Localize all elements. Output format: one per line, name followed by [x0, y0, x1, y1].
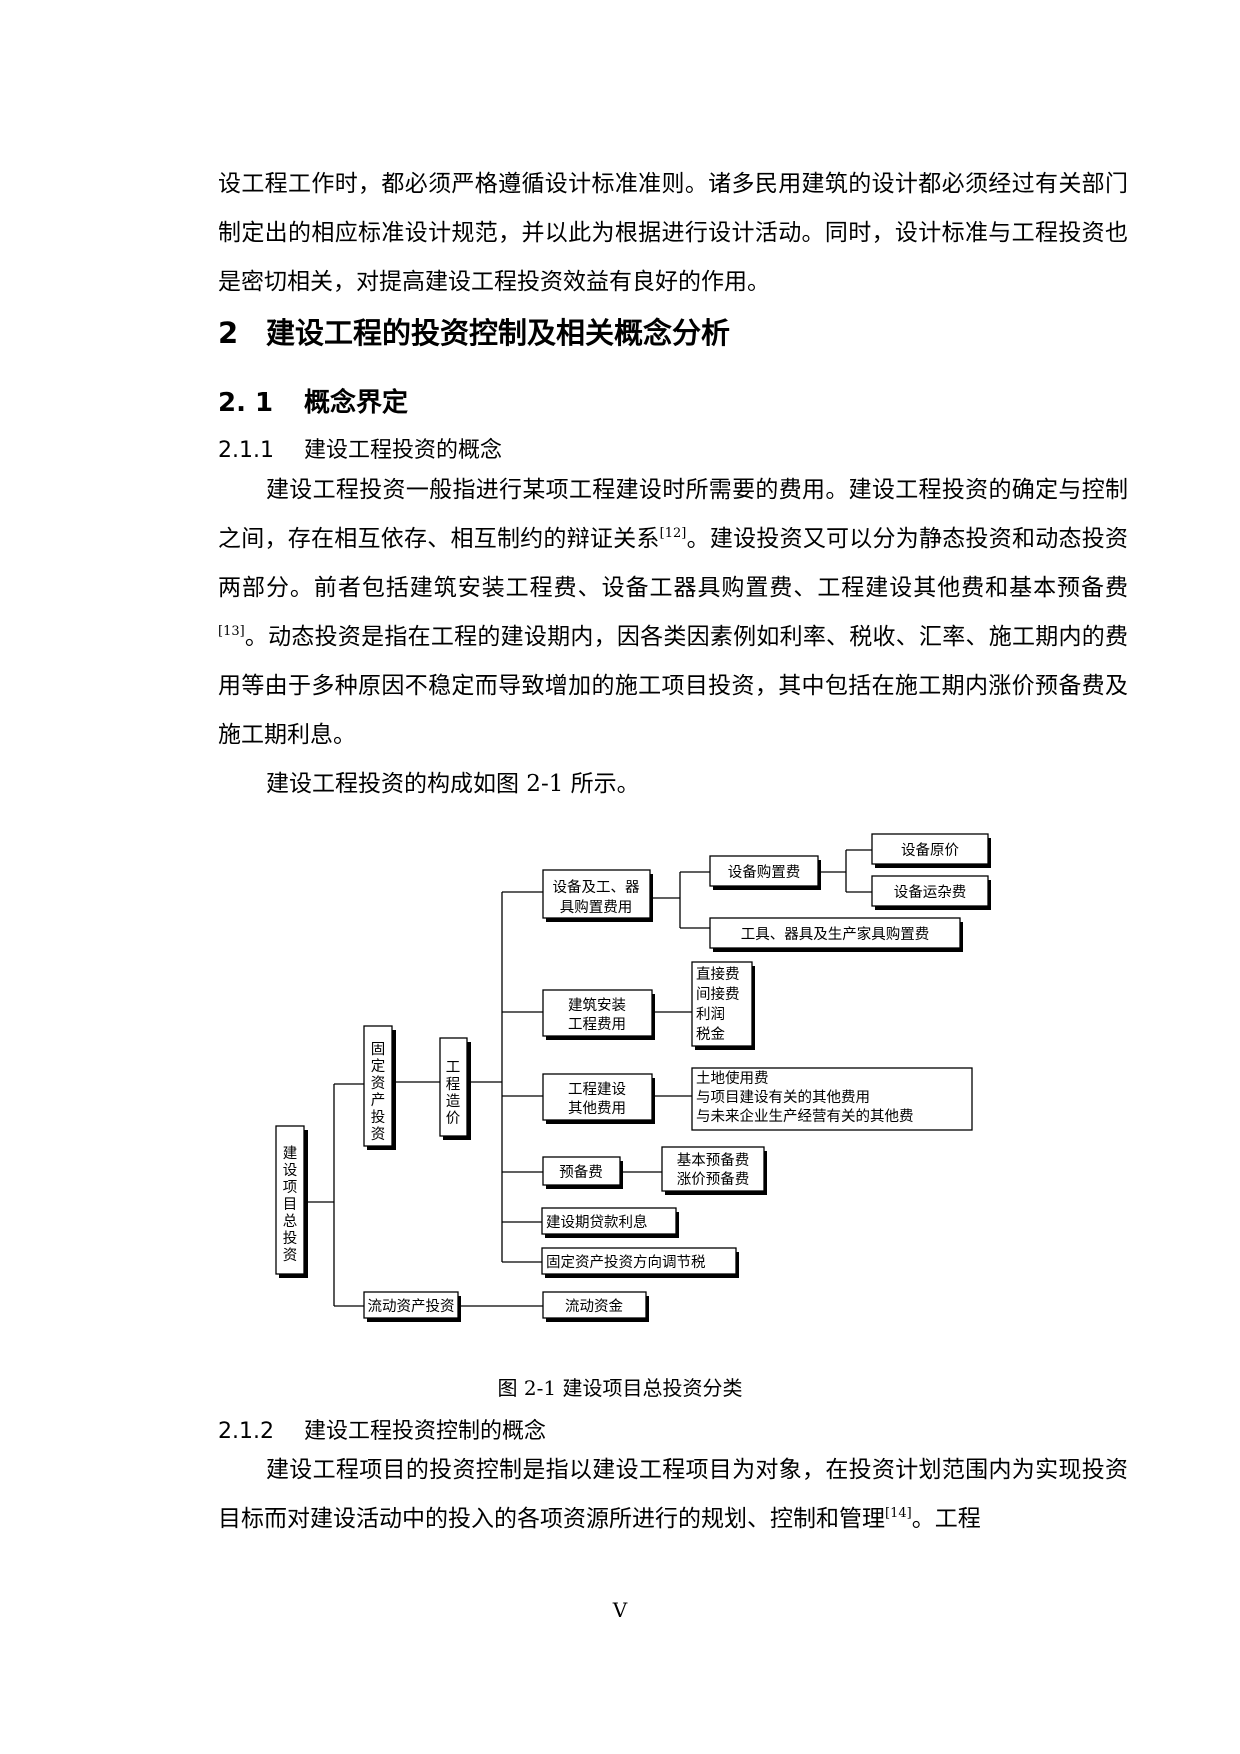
node-equipment-original-price: 设备原价: [871, 833, 991, 868]
node-equipment-tools-purchase: 设备及工、器 具购置费用: [542, 869, 653, 922]
node-label: 设备购置费: [728, 864, 801, 881]
node-construction-cost: 建筑安装 工程费用: [542, 989, 655, 1040]
node-equipment-transport: 设备运杂费: [871, 875, 991, 910]
node-working-capital: 流动资金: [542, 1291, 649, 1322]
node-other-costs: 工程建设 其他费用: [542, 1073, 655, 1124]
subsubsection-title: 建设工程投资控制的概念: [304, 1419, 547, 1444]
node-label: 造: [446, 1093, 461, 1110]
subsection-number: 2. 1: [218, 388, 274, 418]
citation-14: [14]: [885, 1506, 912, 1521]
citation-13: [13]: [218, 624, 245, 639]
node-label: 设: [283, 1162, 298, 1179]
node-reserve-items: 基本预备费 涨价预备费: [661, 1146, 767, 1195]
node-label: 工: [446, 1060, 461, 1076]
node-label: 与未来企业生产经营有关的其他费: [696, 1107, 914, 1125]
citation-12: [12]: [659, 526, 687, 541]
node-label: 其他费用: [568, 1100, 626, 1117]
figure-caption: 图 2-1 建设项目总投资分类: [497, 1376, 743, 1400]
node-label: 资: [371, 1075, 386, 1092]
paragraph-text: 建设工程投资一般指进行某项工程建设时所需要的费用。建设工程投资的确定与控制之间，…: [218, 477, 1128, 552]
node-investment-tax: 固定资产投资方向调节税: [541, 1247, 739, 1278]
node-label: 建设期贷款利息: [546, 1214, 648, 1231]
node-label: 定: [371, 1058, 386, 1075]
subsubsection-heading-2: 2.1.2 建设工程投资控制的概念: [218, 1413, 546, 1445]
paragraph-text: 。动态投资是指在工程的建设期内，因各类因素例如利率、税收、汇率、施工期内的费用等…: [218, 624, 1128, 748]
node-label: 利润: [696, 1006, 725, 1023]
section-title: 建设工程的投资控制及相关概念分析: [266, 316, 731, 350]
node-label: 固定资产投资方向调节税: [546, 1254, 706, 1271]
figure-reference-paragraph: 建设工程投资的构成如图 2-1 所示。: [266, 771, 640, 797]
investment-concept-paragraph: 建设工程投资一般指进行某项工程建设时所需要的费用。建设工程投资的确定与控制之间，…: [218, 466, 1128, 760]
subsubsection-heading-1: 2.1.1 建设工程投资的概念: [218, 432, 502, 464]
node-equipment-purchase: 设备购置费: [709, 855, 821, 890]
subsubsection-number: 2.1.2: [218, 1419, 274, 1444]
node-label: 建: [283, 1145, 298, 1162]
section-heading: 2 建设工程的投资控制及相关概念分析: [218, 310, 730, 352]
node-label: 工程费用: [568, 1016, 626, 1033]
node-label: 资: [371, 1126, 386, 1143]
intro-paragraph-block: 设工程工作时，都必须严格遵循设计标准准则。诸多民用建筑的设计都必须经过有关部门制…: [218, 160, 1128, 307]
node-project-cost: 工 程 造 价: [439, 1037, 471, 1140]
node-label: 资: [283, 1247, 298, 1264]
investment-control-paragraph: 建设工程项目的投资控制是指以建设工程项目为对象，在投资计划范围内为实现投资目标而…: [218, 1446, 1128, 1544]
node-label: 固: [371, 1042, 386, 1058]
node-fixed-asset-investment: 固 定 资 产 投 资: [363, 1025, 396, 1150]
node-label: 价: [446, 1111, 461, 1127]
intro-paragraph: 设工程工作时，都必须严格遵循设计标准准则。诸多民用建筑的设计都必须经过有关部门制…: [218, 171, 1128, 295]
node-label: 设备原价: [901, 842, 959, 859]
control-paragraph-block: 建设工程项目的投资控制是指以建设工程项目为对象，在投资计划范围内为实现投资目标而…: [218, 1446, 1128, 1544]
node-construction-items: 直接费 间接费 利润 税金: [691, 961, 755, 1050]
node-label: 设备运杂费: [894, 884, 967, 901]
paragraph-text: 。建设投资又可以分为静态投资和动态投资两部分。前者包括建筑安装工程费、设备工器具…: [218, 526, 1129, 601]
node-label: 工具、器具及生产家具购置费: [741, 926, 930, 943]
node-current-asset-investment: 流动资产投资: [363, 1291, 461, 1322]
section-number: 2: [218, 316, 239, 350]
node-other-items: 土地使用费 与项目建设有关的其他费用 与未来企业生产经营有关的其他费: [691, 1067, 973, 1131]
node-label: 预备费: [559, 1164, 603, 1181]
node-label: 流动资产投资: [368, 1298, 455, 1315]
node-label: 基本预备费: [677, 1152, 750, 1169]
node-loan-interest: 建设期贷款利息: [541, 1207, 679, 1238]
subsection-heading: 2. 1 概念界定: [218, 382, 408, 419]
node-label: 涨价预备费: [677, 1171, 750, 1188]
node-label: 具购置费用: [560, 899, 633, 916]
concept-paragraph-block: 建设工程投资一般指进行某项工程建设时所需要的费用。建设工程投资的确定与控制之间，…: [218, 466, 1128, 809]
node-label: 间接费: [696, 986, 740, 1003]
node-label: 程: [446, 1076, 461, 1093]
node-label: 税金: [696, 1026, 725, 1043]
subsubsection-title: 建设工程投资的概念: [304, 438, 503, 463]
page-number: V: [612, 1598, 628, 1622]
subsection-title: 概念界定: [304, 388, 409, 418]
node-label: 产: [371, 1092, 386, 1109]
node-reserve-fund: 预备费: [542, 1156, 623, 1189]
node-label: 总: [283, 1213, 298, 1230]
node-label: 项: [283, 1180, 298, 1196]
node-label: 土地使用费: [696, 1070, 769, 1087]
node-label: 设备及工、器: [553, 879, 640, 896]
paragraph-text: 。工程: [911, 1506, 981, 1532]
node-label: 目: [283, 1197, 298, 1213]
node-label: 工程建设: [568, 1081, 626, 1098]
node-label: 建筑安装: [568, 997, 626, 1014]
node-tools-purchase: 工具、器具及生产家具购置费: [709, 917, 963, 952]
diagram-connectors: [304, 849, 872, 1307]
node-label: 与项目建设有关的其他费用: [696, 1089, 870, 1106]
node-label: 直接费: [696, 966, 740, 983]
node-label: 投: [283, 1230, 298, 1247]
subsubsection-number: 2.1.1: [218, 438, 274, 463]
node-label: 投: [371, 1109, 386, 1126]
node-label: 流动资金: [565, 1298, 623, 1315]
paragraph-text: 建设工程项目的投资控制是指以建设工程项目为对象，在投资计划范围内为实现投资目标而…: [218, 1457, 1128, 1532]
node-total-investment: 建 设 项 目 总 投 资: [275, 1125, 308, 1278]
